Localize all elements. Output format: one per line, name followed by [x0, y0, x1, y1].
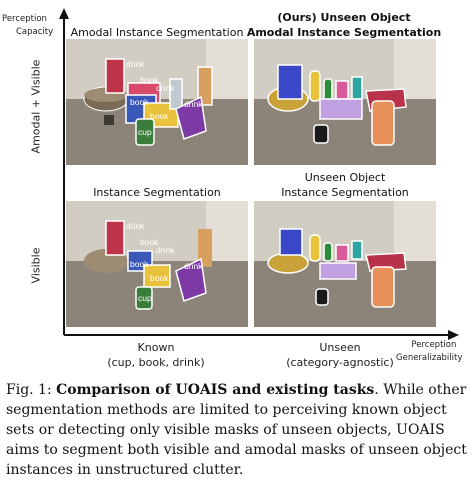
panel-title-uoais: (Ours) Unseen Object Amodal Instance Seg…: [244, 10, 444, 40]
y-axis-title-line2: Capacity: [16, 27, 54, 37]
mask-label-drink-3: drink: [184, 99, 203, 109]
mask-label-book-2: book: [130, 97, 149, 107]
col-label-unseen: Unseen (category-agnostic): [250, 340, 430, 370]
col-label-known-line2: (cup, book, drink): [107, 356, 205, 369]
caption-bold-title: Comparison of UOAIS and existing tasks: [56, 382, 375, 398]
panel-title-instance: Instance Segmentation: [93, 186, 221, 199]
panel-title-unseen-instance: Unseen Object Instance Segmentation: [250, 170, 440, 200]
y-axis-title-line1: Perception: [2, 14, 47, 24]
x-axis-arrow: [448, 330, 459, 340]
y-axis-title: Perception Capacity: [2, 13, 53, 39]
mask-label-book-3: book: [150, 111, 169, 121]
caption-fig-label: Fig. 1:: [6, 382, 57, 398]
col-label-known: Known (cup, book, drink): [66, 340, 246, 370]
mask-label-drink-5: drink: [156, 245, 175, 255]
mask-label-book-1: book: [140, 75, 159, 85]
row-label-visible: Visible: [29, 247, 43, 284]
col-label-unseen-line2: (category-agnostic): [286, 356, 394, 369]
mask-label-drink-2: drink: [156, 83, 175, 93]
photo-uoais: [254, 39, 436, 165]
x-axis-title-line1: Perception: [411, 340, 457, 350]
panel-title-unseen-instance-line2: Instance Segmentation: [281, 186, 409, 199]
panel-title-uoais-line1: (Ours) Unseen Object: [277, 11, 411, 24]
panel-title-uoais-line2: Amodal Instance Segmentation: [246, 26, 442, 39]
mask-label-book-5: book: [130, 259, 149, 269]
col-label-unseen-line1: Unseen: [319, 341, 361, 354]
x-axis-title-line2: Generalizability: [396, 353, 463, 363]
mask-label-drink-4: drink: [126, 221, 145, 231]
mask-label-cup-2: cup: [138, 293, 152, 303]
axes: [59, 8, 459, 340]
y-axis-arrow: [59, 8, 69, 19]
mask-label-book-6: book: [150, 273, 169, 283]
panel-title-unseen-instance-line1: Unseen Object: [304, 171, 386, 184]
photo-amodal-instance: drink book drink drink book book cup: [66, 39, 248, 165]
panel-title-amodal-instance: Amodal Instance Segmentation: [70, 26, 244, 39]
row-label-amodal-visible: Amodal + Visible: [29, 59, 43, 154]
photo-instance: drink book drink drink book book cup: [66, 201, 248, 327]
x-axis-title: Perception Generalizability: [396, 339, 462, 365]
photo-unseen-instance: [254, 201, 436, 327]
figure-caption: Fig. 1: Comparison of UOAIS and existing…: [6, 380, 468, 480]
caption-body: . While other segmentation methods are l…: [6, 382, 467, 478]
col-label-known-line1: Known: [137, 341, 175, 354]
mask-label-cup-1: cup: [138, 127, 152, 137]
mask-label-book-4: book: [140, 237, 159, 247]
mask-label-drink-1: drink: [126, 59, 145, 69]
mask-label-drink-6: drink: [184, 261, 203, 271]
